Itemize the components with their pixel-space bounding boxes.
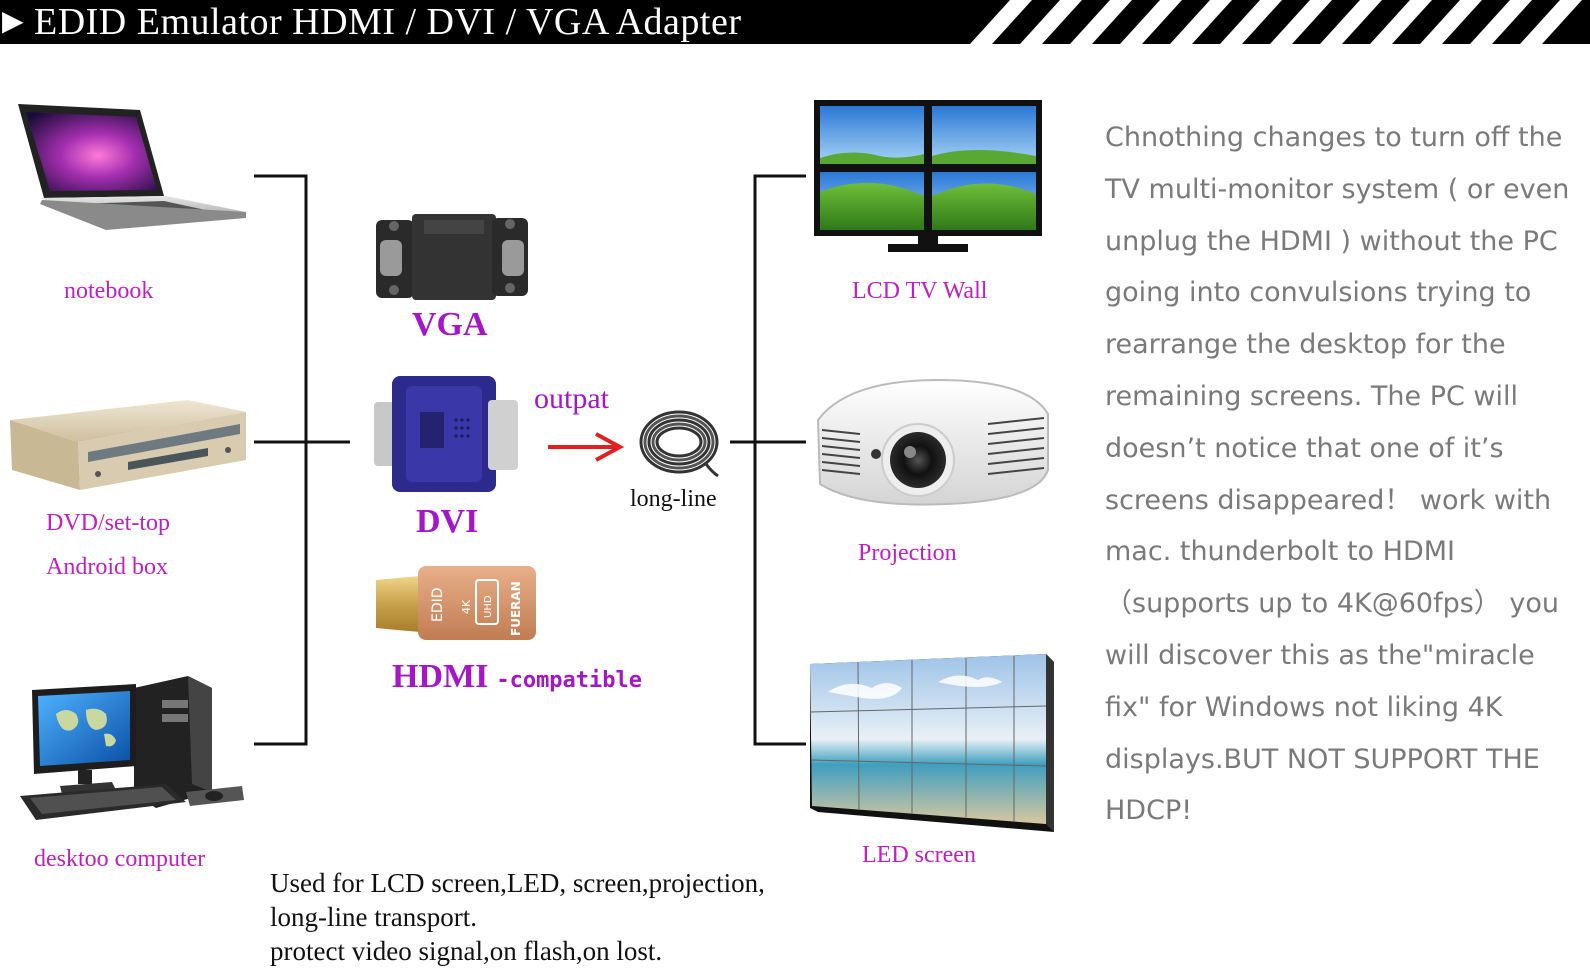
adapter-label-hdmi-main: HDMI bbox=[392, 658, 489, 695]
hdmi-plug-mark-uhd: UHD bbox=[483, 595, 494, 618]
page-title: EDID Emulator HDMI / DVI / VGA Adapter bbox=[34, 1, 742, 43]
usage-line-3: protect video signal,on flash,on lost. bbox=[270, 936, 663, 966]
adapter-label-hdmi-suffix: -compatible bbox=[496, 668, 643, 693]
play-triangle-icon: ▶ bbox=[2, 6, 24, 37]
hdmi-plug-mark-4k: 4K bbox=[460, 599, 473, 614]
source-label-dvd-line1: DVD/set-top bbox=[46, 510, 170, 536]
source-label-desktop: desktoo computer bbox=[34, 846, 206, 872]
dvi-adapter-icon bbox=[374, 376, 518, 492]
cable-label: long-line bbox=[630, 486, 717, 512]
hdmi-plug-mark-brand: FUERAN bbox=[509, 581, 523, 636]
cable-coil-icon bbox=[639, 410, 719, 478]
hdmi-edid-plug-icon: EDID 4K UHD FUERAN bbox=[376, 566, 536, 640]
display-label-tv-wall: LCD TV Wall bbox=[852, 278, 988, 304]
feature-description: Chnothing changes to turn off the TV mul… bbox=[1105, 122, 1570, 827]
adapter-label-hdmi: HDMI -compatible bbox=[392, 658, 642, 696]
display-label-led: LED screen bbox=[862, 842, 976, 868]
hdmi-plug-mark-edid: EDID bbox=[430, 587, 446, 622]
usage-notes: Used for LCD screen,LED, screen,projecti… bbox=[270, 866, 910, 968]
vga-adapter-icon bbox=[376, 214, 528, 300]
dvd-player-icon bbox=[10, 400, 246, 490]
desktop-computer-icon bbox=[20, 676, 244, 820]
transport-arrow-label: outpat bbox=[534, 382, 609, 415]
projector-icon bbox=[816, 378, 1049, 506]
source-label-dvd-line2: Android box bbox=[46, 554, 168, 580]
red-arrow-icon bbox=[548, 432, 625, 462]
adapter-label-vga: VGA bbox=[412, 306, 488, 343]
display-label-projection: Projection bbox=[858, 540, 957, 566]
laptop-icon bbox=[18, 104, 246, 230]
usage-line-1: Used for LCD screen,LED, screen,projecti… bbox=[270, 868, 765, 898]
header-stripes bbox=[970, 0, 1582, 44]
adapter-label-dvi: DVI bbox=[416, 503, 479, 540]
usage-line-2: long-line transport. bbox=[270, 902, 477, 932]
led-video-wall-icon bbox=[809, 654, 1054, 832]
source-label-notebook: notebook bbox=[64, 278, 154, 304]
tv-wall-icon bbox=[814, 100, 1042, 252]
